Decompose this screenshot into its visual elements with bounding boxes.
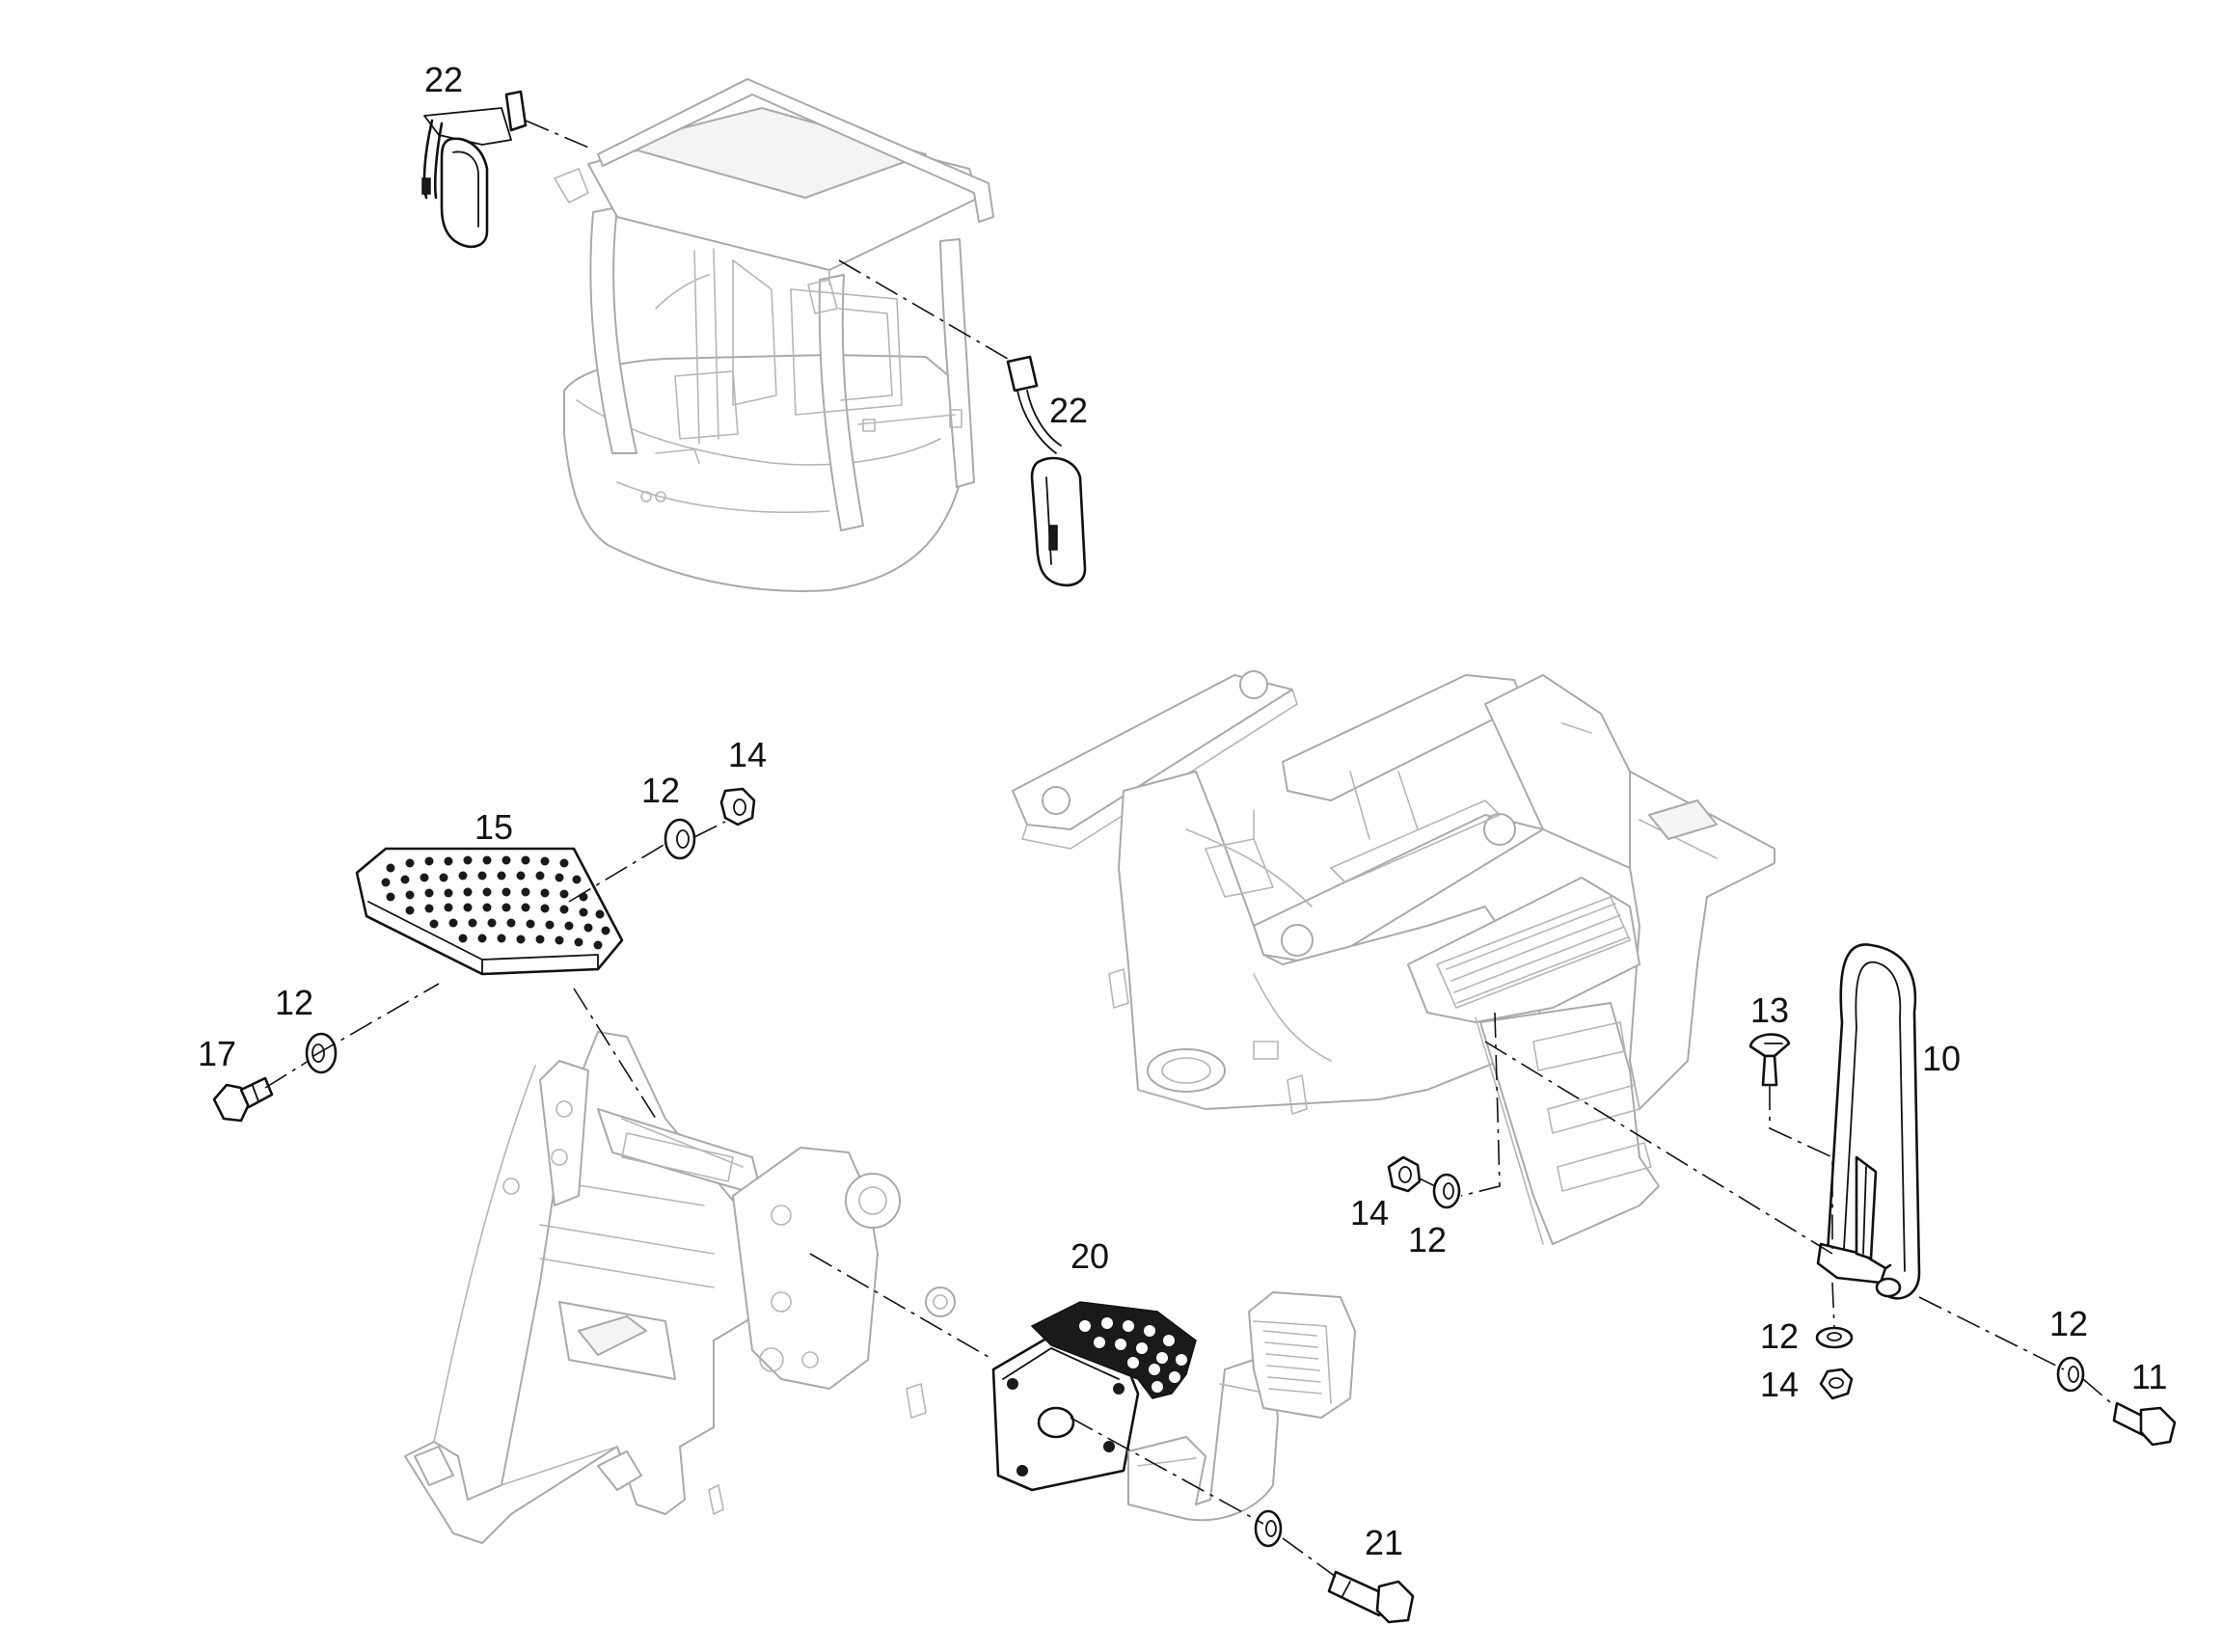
nut-handrail-lower bbox=[1819, 1368, 1854, 1400]
front-frame bbox=[404, 1031, 956, 1544]
mirror-left bbox=[421, 90, 528, 248]
callout-nut-step: 14 bbox=[728, 735, 767, 774]
callout-step-plate: 15 bbox=[474, 807, 513, 847]
callout-washer-handrail-side: 12 bbox=[2049, 1304, 2088, 1343]
washer-ladder bbox=[1432, 1173, 1461, 1209]
washer-handrail-side bbox=[2056, 1356, 2085, 1393]
callout-washer-ladder: 12 bbox=[1408, 1220, 1447, 1259]
callout-handrail: 10 bbox=[1922, 1039, 1961, 1078]
callout-washer-step-bolt: 12 bbox=[275, 983, 313, 1022]
callout-washer-step-nut: 12 bbox=[641, 771, 680, 810]
lamp-bracket bbox=[1127, 1291, 1356, 1522]
callout-bolt-handrail-side: 11 bbox=[2131, 1357, 2167, 1396]
bracket-plate bbox=[991, 1301, 1197, 1492]
callout-mirror-right: 22 bbox=[1049, 391, 1088, 430]
rear-frame bbox=[1012, 670, 1775, 1245]
callout-screw-handrail-top: 13 bbox=[1750, 990, 1789, 1030]
screw-handrail-top bbox=[1748, 1033, 1791, 1087]
mirror-right bbox=[1006, 355, 1087, 587]
nut-step bbox=[719, 787, 756, 826]
bolt-step bbox=[212, 1076, 274, 1123]
callout-washer-handrail-lower: 12 bbox=[1760, 1316, 1799, 1356]
bolt-lamp-bracket bbox=[1327, 1570, 1415, 1624]
operator-cab bbox=[554, 78, 994, 592]
callout-bolt-step: 17 bbox=[198, 1034, 236, 1073]
callout-mirror-left: 22 bbox=[424, 60, 463, 99]
washer-handrail-lower bbox=[1815, 1326, 1854, 1349]
leader-lines bbox=[264, 120, 2118, 1578]
washer-lamp bbox=[1254, 1509, 1283, 1548]
bolt-handrail-side bbox=[2112, 1401, 2177, 1447]
washer-step-bolt bbox=[305, 1032, 338, 1074]
callout-nut-handrail-lower: 14 bbox=[1760, 1365, 1799, 1404]
callout-bracket-plate: 20 bbox=[1070, 1236, 1109, 1276]
callout-nut-ladder: 14 bbox=[1350, 1193, 1389, 1232]
washer-step-nut bbox=[664, 818, 696, 860]
callout-labels: 22 22 12 14 15 12 17 13 10 14 12 20 12 1… bbox=[198, 60, 2167, 1562]
nut-ladder bbox=[1387, 1155, 1422, 1193]
step-plate bbox=[355, 847, 624, 976]
callout-bolt-lamp-bracket: 21 bbox=[1365, 1523, 1403, 1562]
handrail bbox=[1816, 943, 1921, 1300]
upper-step-grate bbox=[1436, 896, 1631, 1009]
